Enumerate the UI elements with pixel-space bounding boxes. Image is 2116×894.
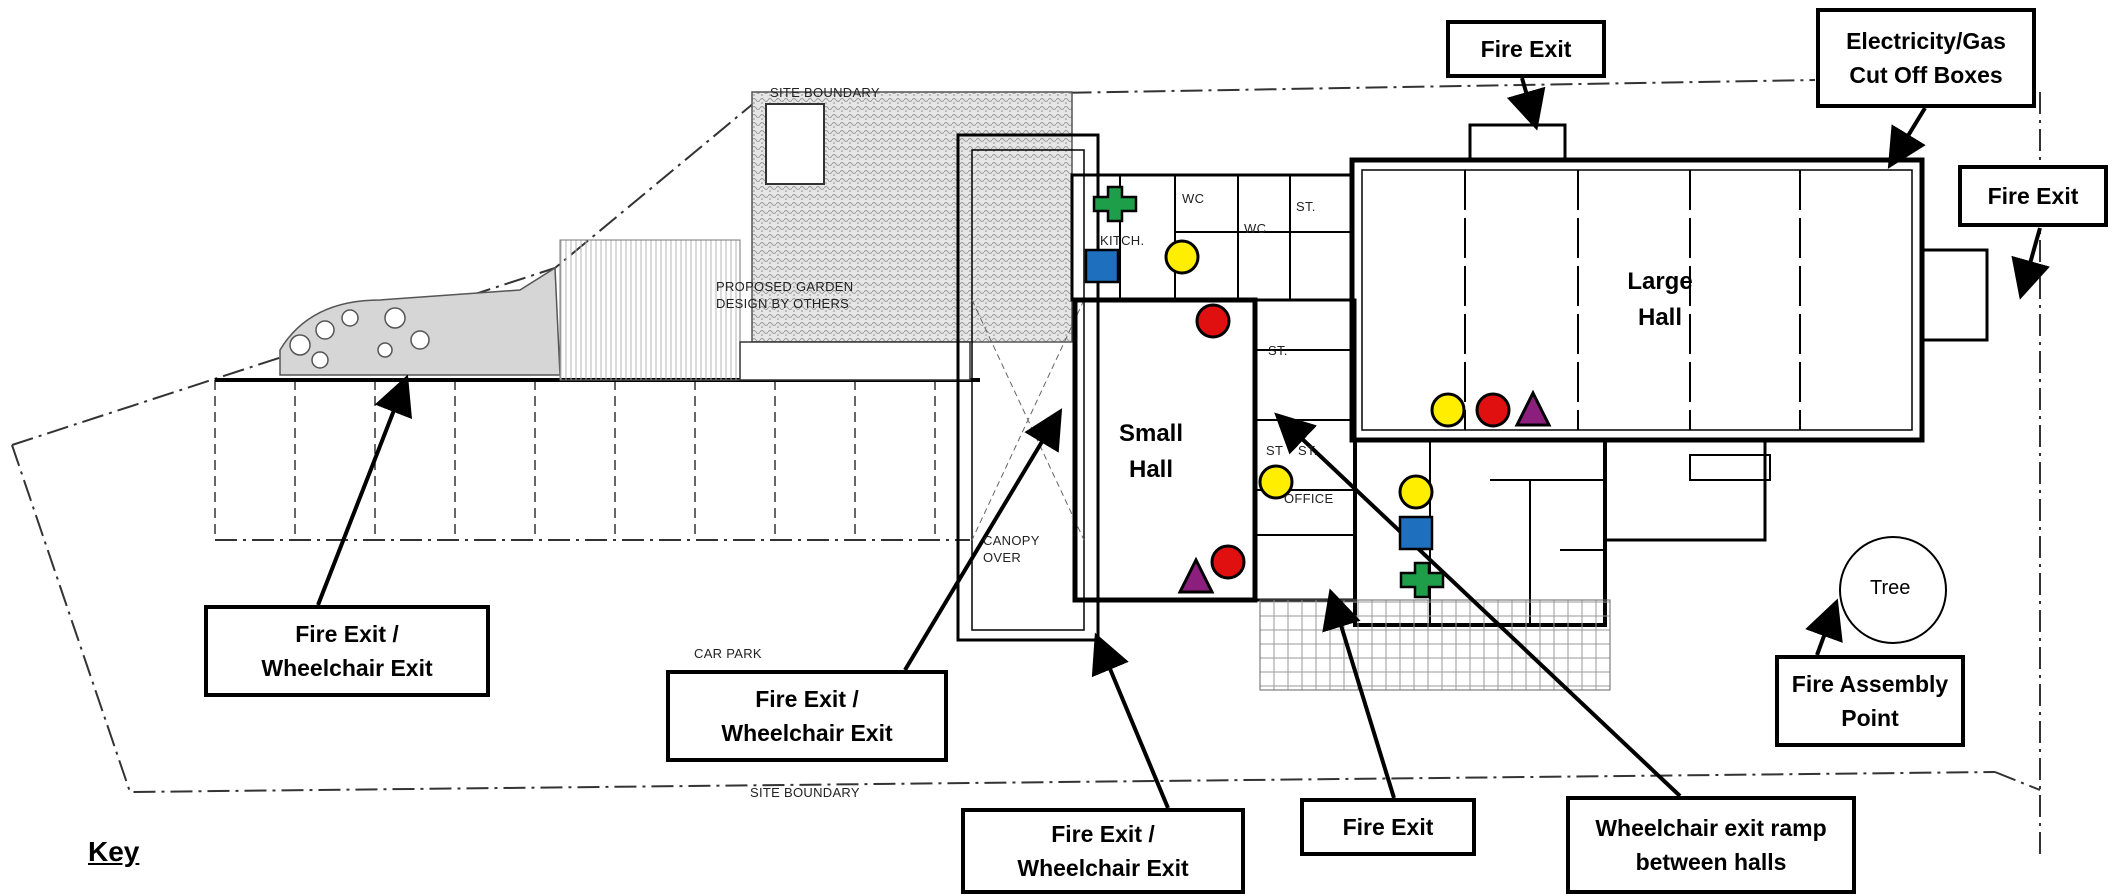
blue-square-icon: [1084, 248, 1120, 284]
red-circle-icon: [1475, 392, 1511, 428]
proposed-garden-label: PROPOSED GARDEN DESIGN BY OTHERS: [716, 279, 854, 311]
yellow-circle-icon: [1430, 392, 1466, 428]
paved-area: [1259, 599, 1611, 691]
wc-label-2: WC: [1244, 221, 1267, 236]
callout-fire-exit-right: Fire Exit: [1958, 165, 2108, 227]
yellow-circle-icon: [1258, 464, 1294, 500]
kitchen-label: KITCH.: [1100, 233, 1145, 248]
store-label-4: ST.: [1298, 443, 1318, 458]
garden-area: [279, 91, 1073, 381]
green-cross-icon: [1399, 561, 1445, 599]
callout-arrows: [316, 77, 2050, 809]
car-park-label: CAR PARK: [694, 646, 762, 661]
callout-fire-exit-wheelchair-mid: Fire Exit / Wheelchair Exit: [666, 670, 948, 762]
store-label-2: ST.: [1268, 343, 1288, 358]
red-circle-icon: [1210, 544, 1246, 580]
callout-electricity-gas: Electricity/Gas Cut Off Boxes: [1816, 8, 2036, 108]
car-park-bays: [214, 380, 936, 540]
store-label-1: ST.: [1296, 199, 1316, 214]
callout-wheelchair-ramp: Wheelchair exit ramp between halls: [1566, 796, 1856, 894]
callout-fire-exit-wheelchair-left: Fire Exit / Wheelchair Exit: [204, 605, 490, 697]
large-hall-label: Large Hall: [1627, 268, 1693, 331]
callout-fire-exit-wheelchair-bottom: Fire Exit / Wheelchair Exit: [961, 808, 1245, 894]
yellow-circle-icon: [1164, 239, 1200, 275]
canopy-over-label: CANOPY OVER: [983, 533, 1040, 565]
building-walls: [1070, 123, 1989, 627]
site-boundary-label-bottom: SITE BOUNDARY: [750, 785, 860, 800]
safety-markers: [1084, 185, 1552, 599]
green-cross-icon: [1092, 185, 1138, 223]
red-circle-icon: [1195, 303, 1231, 339]
site-boundary-label-top: SITE BOUNDARY: [770, 85, 880, 100]
callout-fire-exit-top: Fire Exit: [1446, 20, 1606, 78]
callout-fire-exit-bottom: Fire Exit: [1300, 798, 1476, 856]
callout-fire-assembly: Fire Assembly Point: [1775, 655, 1965, 747]
purple-triangle-icon: [1514, 389, 1552, 427]
purple-triangle-icon: [1177, 556, 1215, 594]
wc-label-1: WC: [1182, 191, 1205, 206]
yellow-circle-icon: [1398, 474, 1434, 510]
store-label-3: ST: [1266, 443, 1284, 458]
blue-square-icon: [1398, 515, 1434, 551]
small-hall-label: Small Hall: [1118, 420, 1184, 483]
tree-label: Tree: [1870, 577, 1911, 599]
office-label: OFFICE: [1284, 491, 1334, 506]
tree-icon: [1839, 536, 1947, 644]
key-title: Key: [88, 836, 140, 867]
